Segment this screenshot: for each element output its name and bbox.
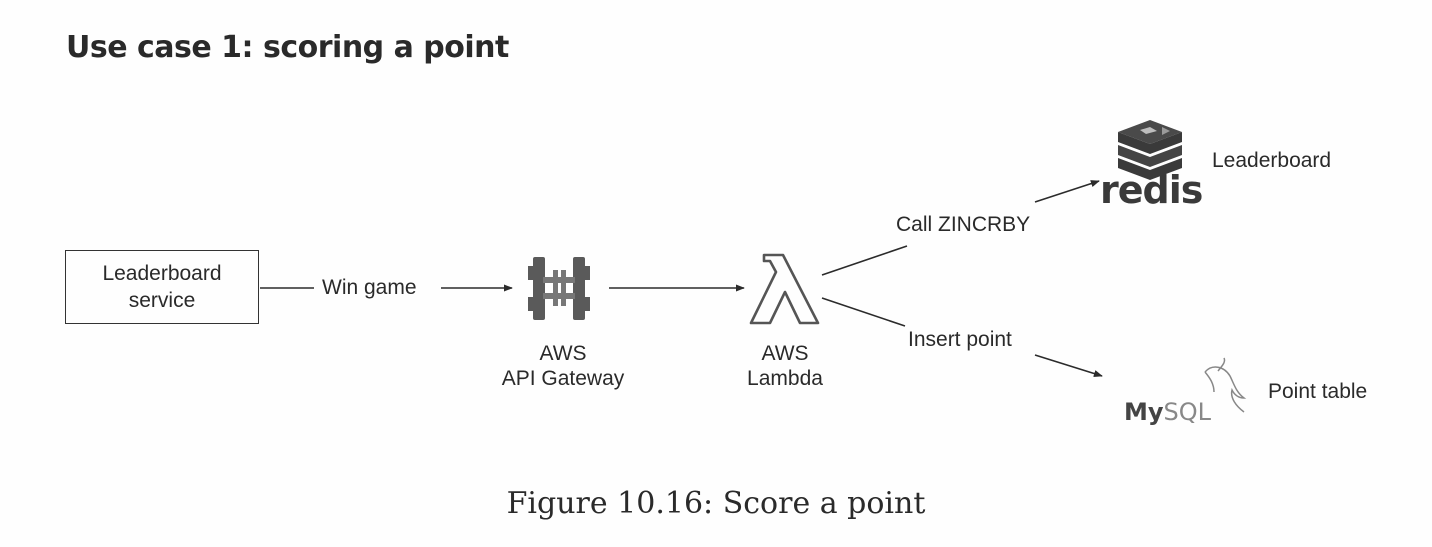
redis-logo <box>1118 120 1182 180</box>
mysql-dolphin-icon <box>1204 357 1247 413</box>
lambda-label-line2: Lambda <box>747 367 823 390</box>
lambda-label: AWS Lambda <box>725 341 845 391</box>
mysql-logo-sql: SQL <box>1163 398 1212 426</box>
edge-zincrby-to-redis <box>1034 180 1100 203</box>
mysql-logo-text: MySQL <box>1124 398 1211 426</box>
win-game-label: Win game <box>322 276 417 299</box>
call-zincrby-label: Call ZINCRBY <box>896 213 1031 236</box>
insert-point-label: Insert point <box>908 328 1012 351</box>
edge-insert-to-mysql <box>1034 354 1103 378</box>
redis-leaderboard-label: Leaderboard <box>1212 149 1332 172</box>
mysql-logo-my: My <box>1124 398 1164 426</box>
leaderboard-service-node: Leaderboard service <box>65 250 259 324</box>
gateway-label: AWS API Gateway <box>488 341 638 391</box>
service-label-line2: service <box>128 289 196 312</box>
service-label-line1: Leaderboard <box>102 262 222 285</box>
lambda-label-line1: AWS <box>761 342 809 365</box>
gateway-label-line1: AWS <box>539 342 587 365</box>
diagram-heading: Use case 1: scoring a point <box>66 30 509 65</box>
figure-caption: Figure 10.16: Score a point <box>506 486 926 521</box>
mysql-point-table-label: Point table <box>1268 380 1368 403</box>
edge-lambda-to-zincrby <box>821 245 908 276</box>
edge-lambda-to-insert <box>821 297 906 327</box>
redis-logo-text: redis <box>1100 168 1203 212</box>
lambda-icon <box>749 253 820 325</box>
gateway-label-line2: API Gateway <box>501 367 625 390</box>
api-gateway-icon <box>528 257 590 320</box>
